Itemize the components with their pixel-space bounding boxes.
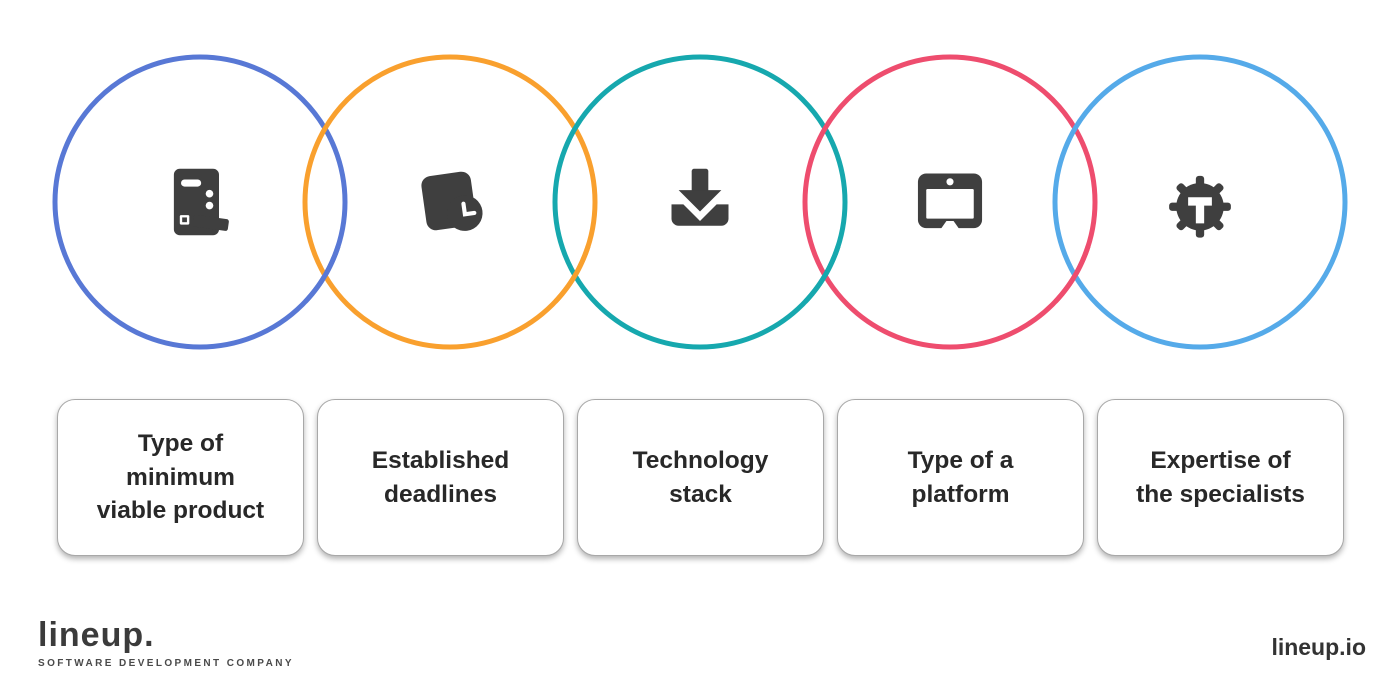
ring-deadlines bbox=[302, 54, 598, 350]
ring-platform bbox=[802, 54, 1098, 350]
card-expertise-label: Expertise of the specialists bbox=[1136, 446, 1305, 508]
card-deadlines-label: Established deadlines bbox=[371, 446, 510, 508]
gear-skill-icon bbox=[1160, 162, 1240, 242]
card-tech-stack: Technology stack bbox=[577, 399, 824, 556]
logo-wordmark: lineup. bbox=[38, 616, 155, 654]
ring-overlap-arc bbox=[303, 244, 341, 304]
rings-svg bbox=[52, 54, 1348, 350]
document-pencil-icon bbox=[160, 162, 240, 242]
card-tech-stack-label: Technology stack bbox=[632, 446, 769, 508]
card-mvp: Type of minimum viable product bbox=[57, 399, 304, 556]
card-mvp-label: Type of minimum viable product bbox=[96, 429, 265, 525]
card-platform: Type of a platform bbox=[837, 399, 1084, 556]
ring-tech-stack bbox=[552, 54, 848, 350]
calendar-clock-icon bbox=[410, 162, 490, 242]
ring-mvp bbox=[52, 54, 348, 350]
company-logo: lineup. SOFTWARE DEVELOPMENT COMPANY bbox=[38, 616, 294, 669]
logo-tagline: SOFTWARE DEVELOPMENT COMPANY bbox=[38, 658, 294, 669]
ring-expertise bbox=[1052, 54, 1348, 350]
card-expertise: Expertise of the specialists bbox=[1097, 399, 1344, 556]
card-row: Type of minimum viable product Establish… bbox=[57, 399, 1344, 556]
ring-overlap-arc bbox=[803, 244, 841, 304]
monitor-icon bbox=[910, 162, 990, 242]
card-deadlines: Established deadlines bbox=[317, 399, 564, 556]
website-text: lineup.io bbox=[1271, 634, 1366, 660]
ring-overlap-arc bbox=[1053, 244, 1091, 304]
stack-download-icon bbox=[660, 162, 740, 242]
ring-overlap-arc bbox=[553, 244, 591, 304]
card-platform-label: Type of a platform bbox=[907, 446, 1014, 508]
